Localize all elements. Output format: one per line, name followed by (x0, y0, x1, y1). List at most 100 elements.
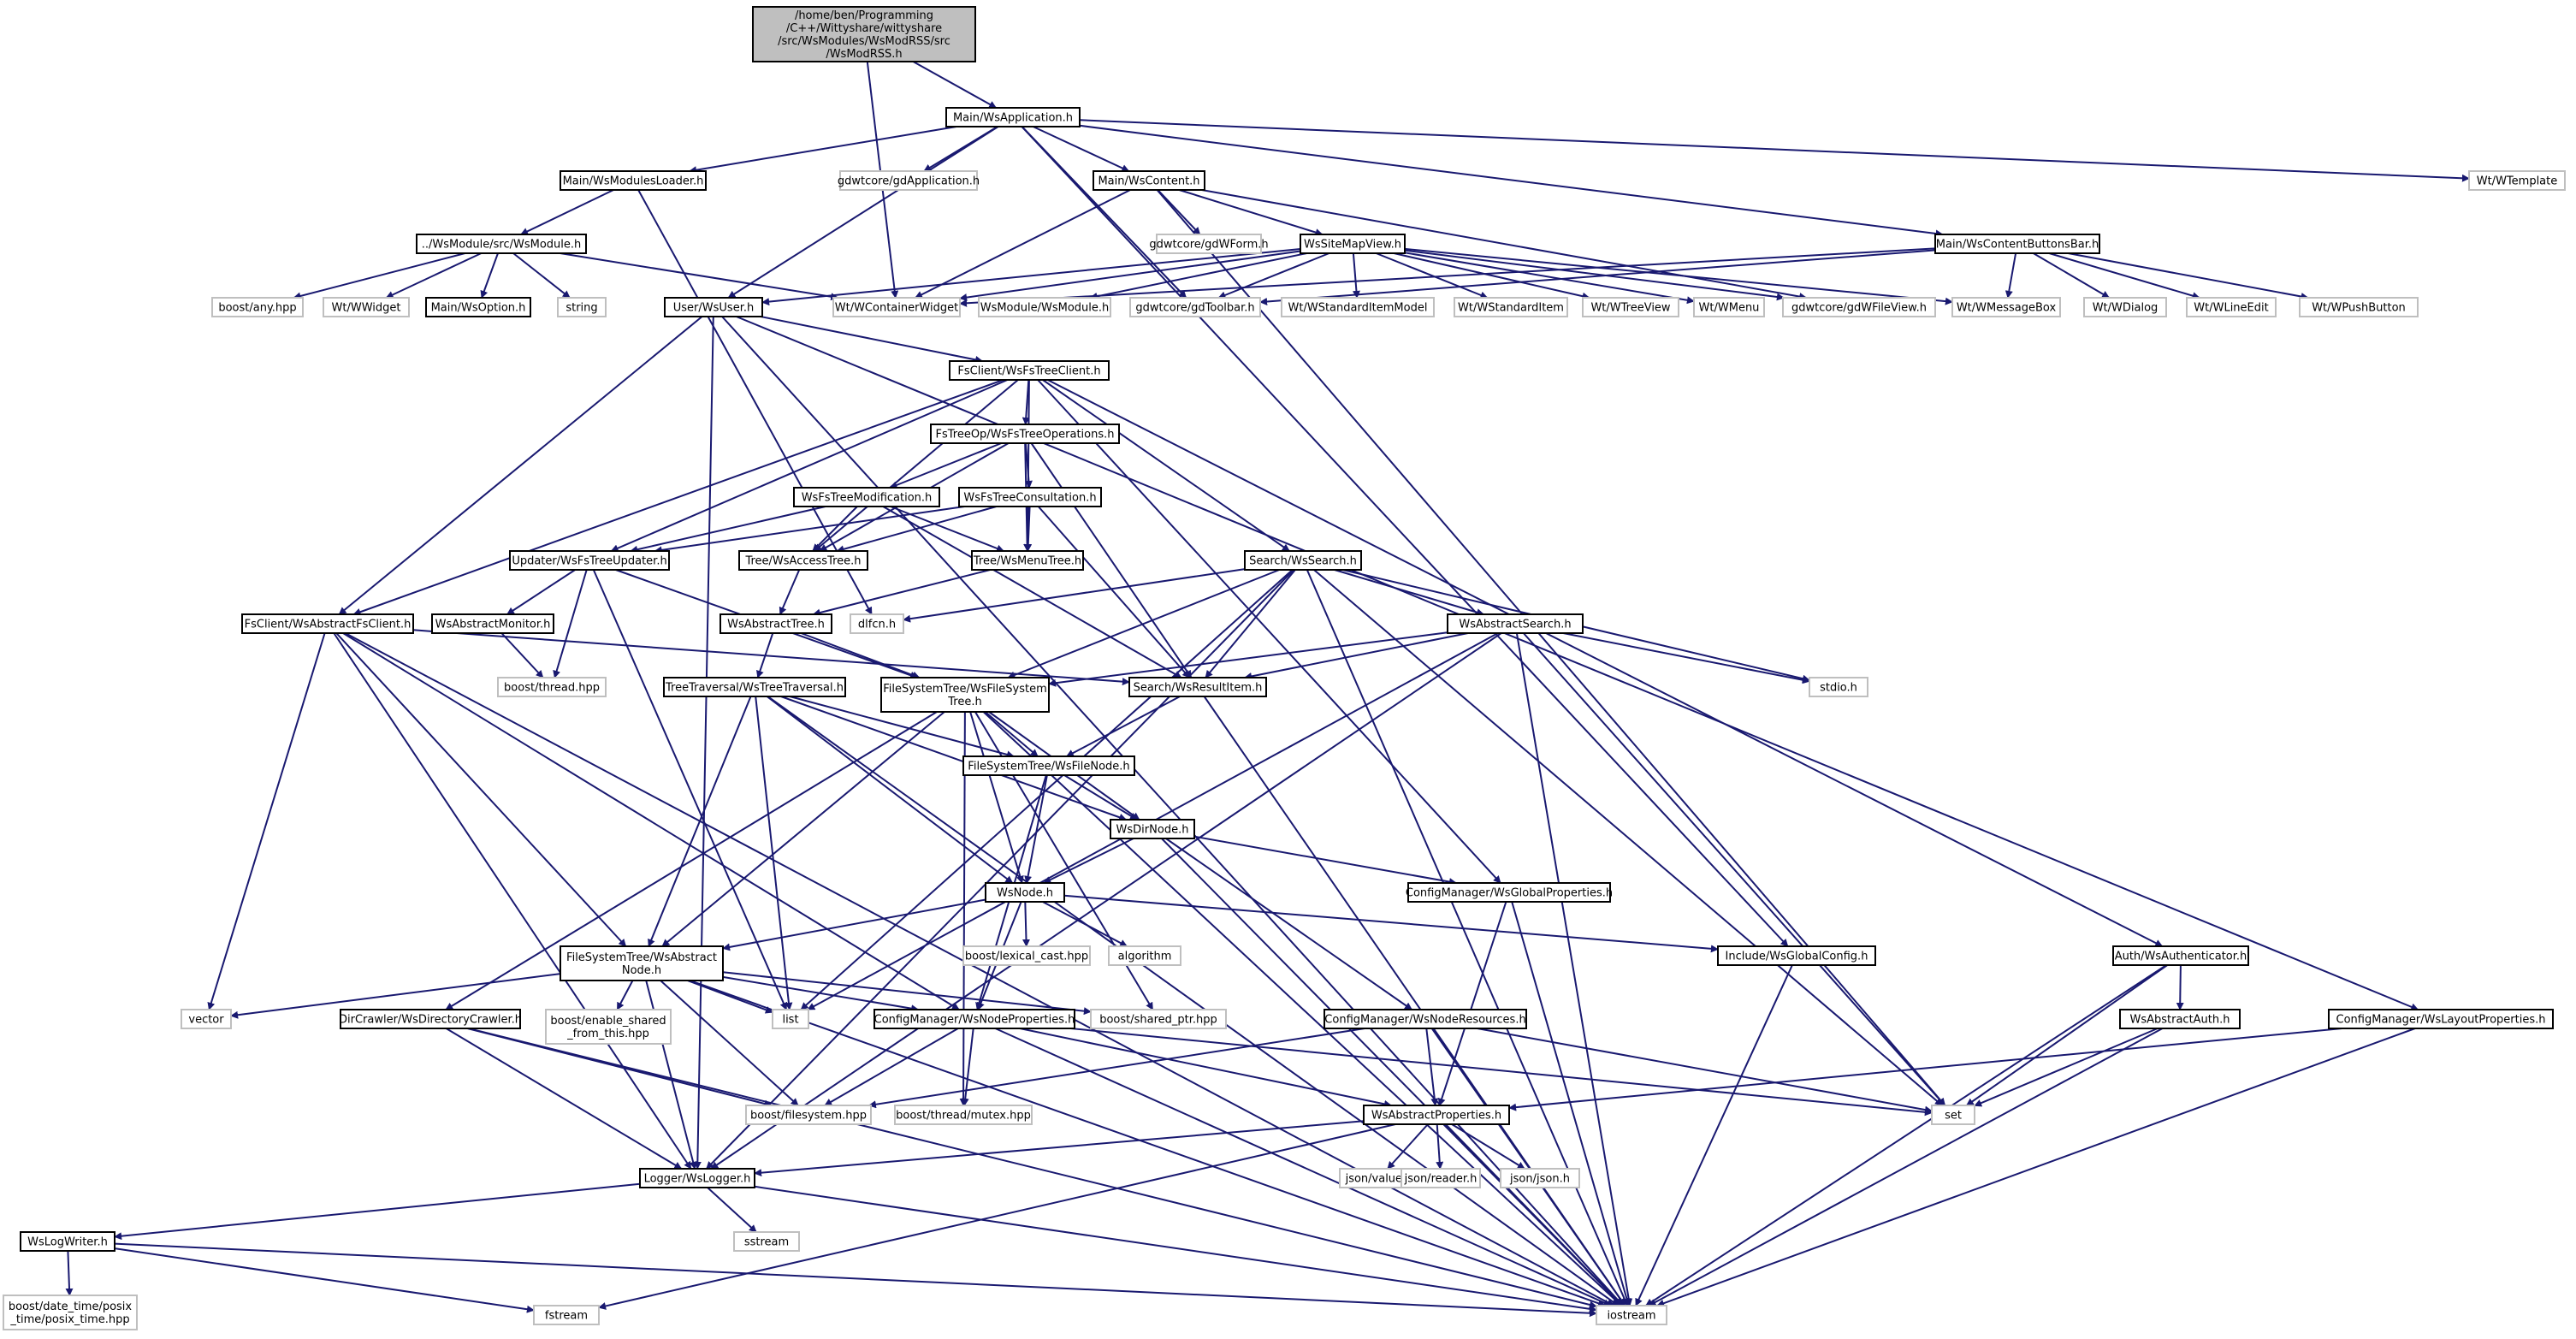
node-wsmodule_rel[interactable]: ../WsModule/src/WsModule.h (416, 234, 587, 254)
node-posixtime[interactable]: boost/date_time/posix_time/posix_time.hp… (3, 1295, 138, 1330)
node-wmenu[interactable]: Wt/WMenu (1693, 297, 1765, 317)
node-wssearch[interactable]: Search/WsSearch.h (1244, 550, 1362, 571)
node-wslogger[interactable]: Logger/WsLogger.h (639, 1168, 755, 1188)
node-dlfcn[interactable]: dlfcn.h (850, 613, 904, 634)
node-mutex[interactable]: boost/thread/mutex.hpp (894, 1105, 1033, 1125)
edge-wsuser-to-wslogger (693, 316, 714, 1170)
edge-wsglobalproperties-to-iostream (1511, 901, 1631, 1306)
node-list[interactable]: list (772, 1009, 809, 1029)
node-wsglobalproperties[interactable]: ConfigManager/WsGlobalProperties.h (1406, 882, 1613, 903)
edge-wsabstractsearch-to-iostream (1515, 632, 1633, 1306)
node-wsdirectorycrawler[interactable]: DirCrawler/WsDirectoryCrawler.h (339, 1009, 522, 1029)
node-wsglobalconfig[interactable]: Include/WsGlobalConfig.h (1717, 945, 1876, 966)
edge-wsdirectorycrawler-to-iostream (468, 1028, 1597, 1309)
node-label: Wt/WTreeView (1590, 302, 1670, 315)
node-boostfilesystem[interactable]: boost/filesystem.hpp (745, 1105, 872, 1125)
node-wsfstreeconsultation[interactable]: WsFsTreeConsultation.h (958, 487, 1102, 507)
node-fstream[interactable]: fstream (533, 1305, 600, 1325)
node-label: Tree.h (947, 696, 981, 708)
node-wsdirnode[interactable]: WsDirNode.h (1110, 819, 1195, 839)
node-wsabstracttree[interactable]: WsAbstractTree.h (720, 613, 832, 634)
node-wpushbutton[interactable]: Wt/WPushButton (2299, 297, 2419, 317)
node-wsnode[interactable]: WsNode.h (985, 882, 1065, 903)
node-wsapplication[interactable]: Main/WsApplication.h (945, 107, 1081, 127)
node-wscontent[interactable]: Main/WsContent.h (1093, 170, 1205, 191)
node-box (340, 1009, 521, 1029)
edge-wsfstreeclient-to-wssearch (1042, 379, 1290, 552)
node-label: Wt/WWidget (332, 302, 401, 315)
node-wsfstreeoperations[interactable]: FsTreeOp/WsFsTreeOperations.h (930, 424, 1120, 444)
node-wsmenutree[interactable]: Tree/WsMenuTree.h (971, 550, 1084, 571)
node-wsoption[interactable]: Main/WsOption.h (425, 297, 531, 317)
node-wstandarditemmodel[interactable]: Wt/WStandardItemModel (1281, 297, 1435, 317)
node-wstandarditem[interactable]: Wt/WStandardItem (1454, 297, 1568, 317)
node-gdapplication[interactable]: gdwtcore/gdApplication.h (838, 170, 980, 191)
node-wsauthenticator[interactable]: Auth/WsAuthenticator.h (2112, 945, 2249, 966)
node-string[interactable]: string (557, 297, 607, 317)
node-sstream[interactable]: sstream (733, 1231, 800, 1252)
node-wtreeview[interactable]: Wt/WTreeView (1582, 297, 1679, 317)
node-boostany[interactable]: boost/any.hpp (211, 297, 304, 317)
edge-wsmenutree-to-wsabstracttree (812, 569, 991, 617)
node-wwidget[interactable]: Wt/WWidget (323, 297, 410, 317)
edge-wsfstreeoperations-to-wsresultitem (1030, 442, 1193, 678)
node-wsabstractfsclient[interactable]: FsClient/WsAbstractFsClient.h (241, 613, 414, 634)
edge-wsmodule_rel-to-string (512, 252, 571, 299)
node-wsabstractauth[interactable]: WsAbstractAuth.h (2119, 1009, 2241, 1029)
node-wsfstreemodification[interactable]: WsFsTreeModification.h (793, 487, 940, 507)
node-label: vector (188, 1014, 224, 1027)
node-wsabstractsearch[interactable]: WsAbstractSearch.h (1447, 613, 1584, 634)
node-wtemplate[interactable]: Wt/WTemplate (2468, 170, 2566, 191)
node-box (978, 297, 1111, 317)
edge-wsabstractnode-to-iostream (689, 980, 1606, 1307)
edge-wssitemapview-to-wmessagebox (1404, 247, 1953, 305)
edge-wsfstreeclient-to-wsfstreeoperations (1022, 379, 1030, 425)
node-box (971, 550, 1084, 571)
node-vector[interactable]: vector (181, 1009, 232, 1029)
edge-wsfstreemodification-to-wsmenutree (890, 506, 1004, 553)
node-wcontainerwidget[interactable]: Wt/WContainerWidget (832, 297, 961, 317)
node-wsuser[interactable]: User/WsUser.h (664, 297, 763, 317)
node-wsfilenode[interactable]: FileSystemTree/WsFileNode.h (962, 755, 1135, 776)
node-lexicalcast[interactable]: boost/lexical_cast.hpp (962, 945, 1091, 966)
node-gdwform[interactable]: gdwtcore/gdWForm.h (1149, 234, 1269, 254)
node-wsfstreeupdater[interactable]: Updater/WsFsTreeUpdater.h (509, 550, 670, 571)
node-set[interactable]: set (1931, 1105, 1975, 1125)
node-wdialog[interactable]: Wt/WDialog (2083, 297, 2167, 317)
node-gdwfileview[interactable]: gdwtcore/gdWFileView.h (1782, 297, 1936, 317)
node-root[interactable]: /home/ben/Programming/C++/Wittyshare/wit… (752, 6, 976, 62)
node-stdio[interactable]: stdio.h (1809, 677, 1868, 697)
node-label: WsAbstractMonitor.h (435, 619, 551, 631)
node-box (425, 297, 531, 317)
node-wsabstractmonitor[interactable]: WsAbstractMonitor.h (431, 613, 554, 634)
node-algorithm[interactable]: algorithm (1108, 945, 1181, 966)
node-box (533, 1305, 600, 1325)
node-box (772, 1009, 809, 1029)
node-wslogwriter[interactable]: WsLogWriter.h (20, 1231, 115, 1252)
node-wsabstractproperties[interactable]: WsAbstractProperties.h (1363, 1105, 1510, 1125)
node-wlineedit[interactable]: Wt/WLineEdit (2186, 297, 2277, 317)
node-wsfstreeclient[interactable]: FsClient/WsFsTreeClient.h (949, 360, 1110, 381)
node-wscontentbuttonsbar[interactable]: Main/WsContentButtonsBar.h (1934, 234, 2100, 254)
node-iostream[interactable]: iostream (1596, 1305, 1667, 1325)
node-enableshared[interactable]: boost/enable_shared_from_this.hpp (545, 1009, 672, 1045)
node-wsmodule_h[interactable]: WsModule/WsModule.h (978, 297, 1111, 317)
node-jsonjson[interactable]: json/json.h (1500, 1168, 1580, 1188)
node-wsaccesstree[interactable]: Tree/WsAccessTree.h (738, 550, 868, 571)
node-sharedptr[interactable]: boost/shared_ptr.hpp (1090, 1009, 1227, 1029)
node-wsnoderesources[interactable]: ConfigManager/WsNodeResources.h (1324, 1009, 1527, 1029)
node-boostthread[interactable]: boost/thread.hpp (497, 677, 607, 697)
node-wsmodulesloader[interactable]: Main/WsModulesLoader.h (560, 170, 707, 191)
node-box (181, 1009, 232, 1029)
node-wsnodeproperties[interactable]: ConfigManager/WsNodeProperties.h (873, 1009, 1075, 1029)
node-gdtoolbar[interactable]: gdwtcore/gdToolbar.h (1129, 297, 1261, 317)
node-wstreetraversal[interactable]: TreeTraversal/WsTreeTraversal.h (663, 677, 846, 697)
node-jsonreader[interactable]: json/reader.h (1401, 1168, 1481, 1188)
edge-wsabstractnode-to-enableshared (616, 980, 634, 1010)
node-wslayoutproperties[interactable]: ConfigManager/WsLayoutProperties.h (2328, 1009, 2554, 1029)
node-wsresultitem[interactable]: Search/WsResultItem.h (1128, 677, 1267, 697)
node-wssitemapview[interactable]: WsSiteMapView.h (1300, 234, 1406, 254)
node-wmessagebox[interactable]: Wt/WMessageBox (1951, 297, 2061, 317)
